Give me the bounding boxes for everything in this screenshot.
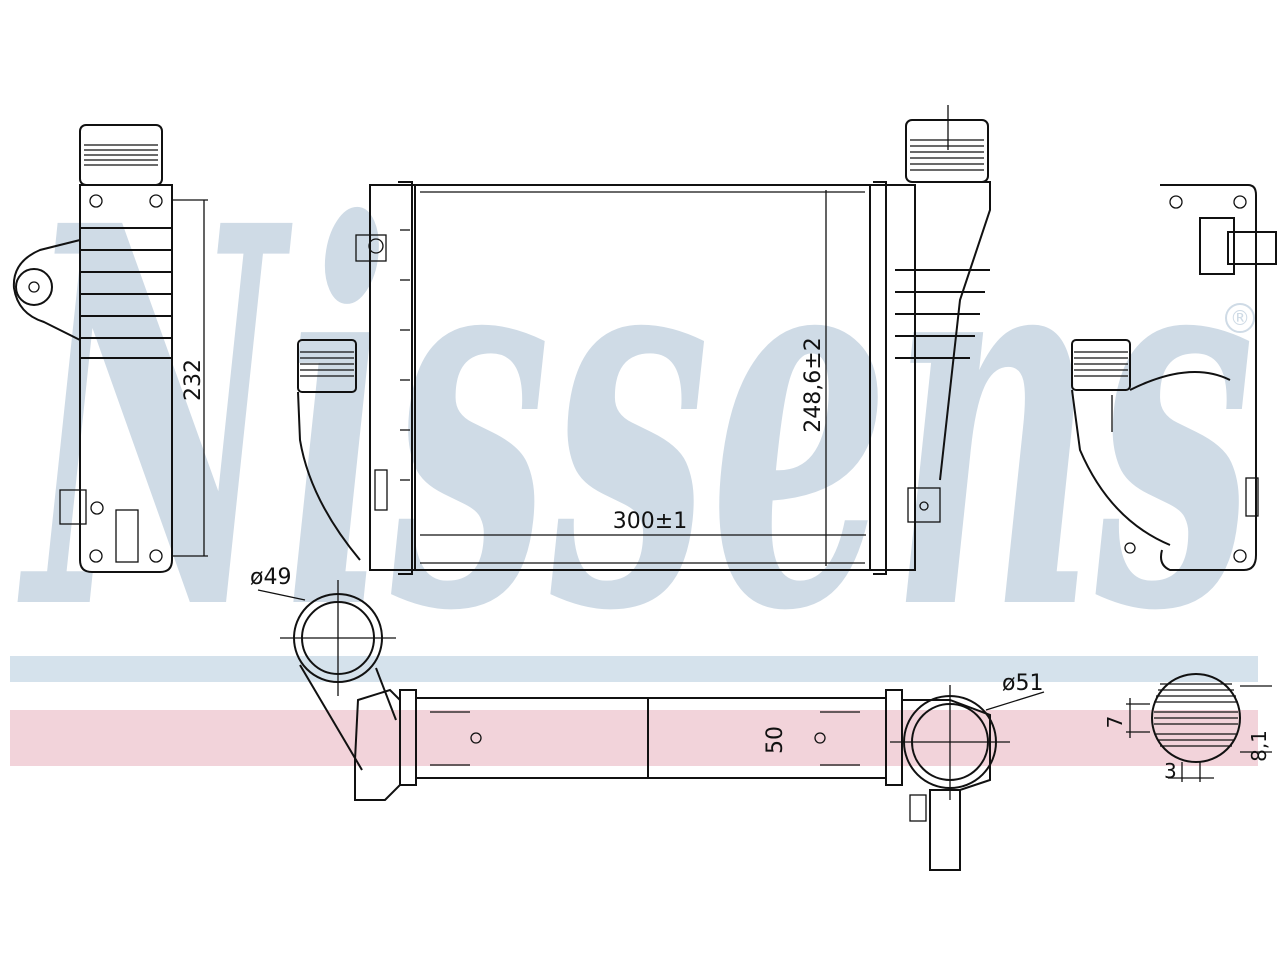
tube-thickness-dimension: 8,1: [1247, 730, 1271, 762]
watermark-pink-stripe: [10, 710, 1258, 766]
inlet-diameter-dimension: ø49: [250, 565, 291, 590]
left-side-view: 232: [12, 124, 208, 573]
fin-pitch-dimension: 7: [1103, 716, 1127, 729]
inlet-section: ø49: [250, 565, 397, 771]
registered-mark: ®: [1230, 306, 1250, 330]
watermark-brand-text: Nissens: [16, 114, 1255, 725]
outlet-section: ø51: [890, 671, 1045, 800]
tube-section-detail: 7 8,1 3: [1103, 673, 1272, 783]
core-width-dimension: 300±1: [613, 509, 687, 534]
intercooler-front-view: 300±1 248,6±2: [297, 105, 991, 575]
tube-height-dimension: 50: [763, 726, 788, 754]
nissens-watermark: Nissens ®: [10, 114, 1258, 766]
bottom-view: 50: [354, 688, 991, 871]
right-side-view: [1071, 184, 1277, 571]
side-height-dimension: 232: [181, 359, 206, 401]
outlet-diameter-dimension: ø51: [1002, 671, 1043, 696]
registered-mark-circle: [1225, 303, 1255, 333]
watermark-blue-stripe: [10, 656, 1258, 682]
core-height-dimension: 248,6±2: [801, 337, 826, 432]
fin-depth-dimension: 3: [1164, 759, 1177, 783]
